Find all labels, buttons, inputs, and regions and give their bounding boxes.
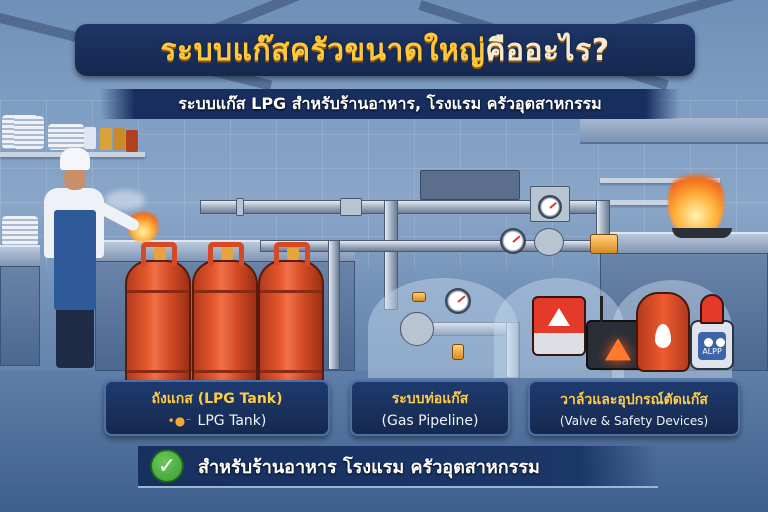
spice-jar bbox=[84, 127, 96, 149]
chef-apron bbox=[54, 210, 96, 310]
gas-alarm-box bbox=[532, 296, 586, 356]
title-accent: คืออะไร? bbox=[485, 32, 610, 68]
card-lpg-tank: ถังแกส (LPG Tank) •●⁻ LPG Tank) bbox=[104, 380, 330, 436]
tank-band bbox=[194, 290, 256, 293]
oven bbox=[420, 170, 520, 200]
subtitle: ระบบแก๊ส LPG สำหรับร้านอาหาร, โรงแรม ครั… bbox=[178, 93, 602, 113]
vertical-gas-pipe bbox=[328, 240, 340, 370]
plate-stack bbox=[14, 116, 44, 149]
chef-hat bbox=[60, 148, 90, 170]
page-title: ระบบแก๊สครัวขนาดใหญ่คืออะไร? bbox=[160, 27, 609, 74]
card-gas-pipeline: ระบบท่อแก๊ส (Gas Pipeline) bbox=[350, 380, 510, 436]
vertical-gas-pipe bbox=[384, 200, 398, 310]
pressure-regulator bbox=[400, 312, 434, 346]
tank-band bbox=[260, 370, 322, 373]
highlight-bubble bbox=[368, 278, 518, 378]
exhaust-hood bbox=[580, 118, 768, 144]
card-title: ถังแกส (LPG Tank) bbox=[151, 390, 283, 407]
card-subtitle: (Valve & Safety Devices) bbox=[559, 413, 709, 428]
bottom-text: สำหรับร้านอาหาร โรงแรม ครัวอุตสาหกรรม bbox=[198, 456, 540, 478]
wall-shelf bbox=[610, 200, 720, 205]
tank-band bbox=[194, 370, 256, 373]
tank-collar bbox=[141, 242, 177, 266]
lpg-tank bbox=[192, 242, 258, 390]
tank-band bbox=[127, 290, 189, 293]
cabinet bbox=[0, 266, 40, 366]
spice-jar bbox=[100, 128, 112, 150]
detector-beacon bbox=[700, 294, 724, 324]
antenna bbox=[600, 296, 603, 322]
lpg-tank bbox=[125, 242, 191, 390]
card-subtitle: (Gas Pipeline) bbox=[381, 412, 479, 429]
card-title: ระบบท่อแก๊ส bbox=[391, 390, 469, 407]
wok bbox=[672, 228, 732, 238]
card-subtitle-text: LPG Tank) bbox=[197, 412, 267, 429]
detector-label: ALPP bbox=[702, 347, 722, 356]
flame-icon bbox=[655, 324, 671, 349]
tank-collar bbox=[208, 242, 244, 266]
wall-shelf bbox=[600, 178, 720, 183]
card-valve-safety: วาล์วและอุปกรณ์ตัดแก๊ส (Valve & Safety D… bbox=[528, 380, 740, 436]
spice-jar bbox=[113, 128, 125, 150]
regulator-drop-pipe bbox=[506, 322, 520, 378]
regulator-valve bbox=[534, 228, 564, 256]
tank-collar bbox=[274, 242, 310, 266]
pressure-gauge-icon bbox=[538, 195, 562, 219]
warning-light-icon bbox=[605, 338, 631, 361]
prep-counter bbox=[0, 245, 40, 267]
brass-shutoff-valve bbox=[590, 234, 618, 254]
tank-valve bbox=[287, 248, 299, 260]
title-main: ระบบแก๊สครัวขนาดใหญ่ bbox=[160, 32, 486, 68]
chef bbox=[38, 148, 141, 373]
pressure-gauge-icon bbox=[500, 228, 526, 254]
title-banner: ระบบแก๊สครัวขนาดใหญ่คืออะไร? bbox=[75, 24, 695, 76]
plate-stack bbox=[48, 124, 84, 150]
card-subtitle: •●⁻ LPG Tank) bbox=[168, 413, 267, 429]
subtitle-banner: ระบบแก๊ส LPG สำหรับร้านอาหาร, โรงแรม ครั… bbox=[100, 89, 680, 119]
small-gas-cylinder bbox=[636, 292, 690, 372]
bottom-banner: ✓ สำหรับร้านอาหาร โรงแรม ครัวอุตสาหกรรม bbox=[138, 446, 658, 488]
warning-triangle-icon bbox=[548, 308, 570, 326]
tank-valve bbox=[154, 248, 166, 260]
plate-stack bbox=[2, 216, 38, 246]
gas-detector: ALPP bbox=[690, 294, 734, 370]
pipe-coupling bbox=[340, 198, 362, 216]
brass-fitting bbox=[452, 344, 464, 360]
spice-jar bbox=[126, 130, 138, 152]
alarm-speaker-grille bbox=[534, 332, 584, 354]
regulator-knob bbox=[412, 292, 426, 302]
detector-button bbox=[704, 338, 713, 347]
tank-band bbox=[260, 290, 322, 293]
check-icon: ✓ bbox=[150, 449, 184, 483]
lpg-tank bbox=[258, 242, 324, 390]
pressure-gauge-icon bbox=[445, 288, 471, 314]
bubbles-icon: •●⁻ bbox=[167, 413, 192, 428]
tank-valve bbox=[221, 248, 233, 260]
chef-head bbox=[64, 166, 86, 190]
tank-band bbox=[127, 370, 189, 373]
steam bbox=[105, 190, 145, 210]
wok-fire bbox=[668, 165, 724, 237]
detector-button bbox=[716, 338, 725, 347]
card-title: วาล์วและอุปกรณ์ตัดแก๊ส bbox=[560, 391, 708, 408]
pipe-coupling bbox=[236, 198, 244, 216]
